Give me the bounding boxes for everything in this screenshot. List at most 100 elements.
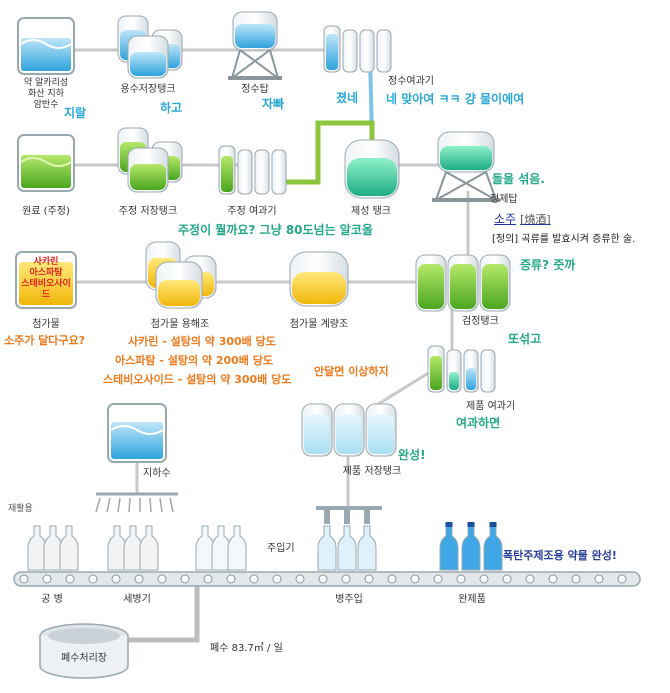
comment-6: 돌을 섞음. [492, 172, 545, 186]
comment-1: 지랄 [64, 106, 87, 120]
comment-15: 여과하면 [456, 416, 501, 430]
conveyor-roller [19, 574, 29, 584]
empty-bottle-icon [59, 525, 79, 571]
groundwater-label: 지하수 [143, 468, 171, 479]
empty-bottle-icon [43, 525, 63, 571]
additive-dissolve-label: 첨가물 용해조 [150, 319, 210, 330]
water-filter-label: 정수여과기 [388, 76, 434, 87]
comment-14: 안달면 이상하지 [314, 365, 389, 378]
bottle-row [27, 522, 503, 571]
conveyor-roller [387, 574, 397, 584]
filled-bottle-icon [357, 525, 377, 571]
conveyor-roller [65, 574, 75, 584]
finished-bottle-icon [483, 522, 503, 571]
conveyor-roller [571, 574, 581, 584]
alcohol-tank-icon [117, 127, 183, 193]
filled-bottle-icon [317, 525, 337, 571]
inspect-tank-label: 검정탱크 [462, 316, 499, 327]
conveyor-roller [226, 574, 236, 584]
conveyor-belt-icon [13, 571, 641, 587]
blend-tank-icon [344, 139, 400, 199]
comment-17: 폭탄주제조용 약물 완성! [503, 549, 617, 562]
washer-spray-icon [95, 492, 178, 513]
comment-12: 아스파탐 - 설탕의 약 200배 당도 [115, 354, 273, 367]
water-filter-icon [323, 25, 392, 73]
conveyor-roller [295, 574, 305, 584]
definition-term[interactable]: 소주[燒酒] [494, 212, 551, 226]
additive-dissolve-icon [145, 241, 217, 309]
product-filter-label: 제품 여과기 [466, 401, 516, 412]
water-tower-label: 정수탑 [241, 84, 269, 95]
refine-tower-icon [432, 131, 500, 202]
wastewater-plant-icon [39, 623, 129, 679]
conveyor-roller [617, 574, 627, 584]
conveyor-roller [180, 574, 190, 584]
conveyor-roller [272, 574, 282, 584]
raw-material-label: 원료 (주정) [22, 206, 70, 217]
comment-3: 자빠 [262, 97, 285, 111]
definition-text: [정의] 곡류를 발효시켜 증류한 술. [492, 234, 636, 245]
alcohol-tank-label: 주정 저장탱크 [118, 206, 178, 217]
finished-bottle-icon [439, 522, 459, 571]
inspect-tank-icon [415, 254, 511, 312]
refine-tower-label: 정제탑 [490, 194, 518, 205]
comment-9: 또섞고 [508, 332, 542, 346]
conveyor-roller [341, 574, 351, 584]
groundwater-source-label: 약 알카리성 화산 지하 암반수 [23, 78, 69, 110]
storage-tank-label: 용수저장탱크 [120, 84, 176, 95]
comment-8: 증류? 줏까 [520, 258, 576, 272]
conveyor-roller [502, 574, 512, 584]
comment-16: 완성! [398, 448, 426, 462]
comment-13: 스테비오사이드 - 설탕의 약 300배 당도 [103, 373, 292, 386]
conveyor-roller [249, 574, 259, 584]
washed-bottle-icon [107, 525, 127, 571]
additive-measure-label: 첨가물 계량조 [289, 319, 349, 330]
storage-tank-icon [117, 15, 183, 79]
groundwater-source-icon [17, 17, 75, 75]
clean-bottle-icon [211, 525, 231, 571]
conveyor-roller [364, 574, 374, 584]
bottling-label: 병주입 [335, 594, 363, 605]
conveyor-roller [318, 574, 328, 584]
pipe-network [73, 48, 470, 643]
conveyor-roller [594, 574, 604, 584]
conveyor-roller [42, 574, 52, 584]
additive-box-icon [15, 251, 77, 309]
washed-bottle-icon [139, 525, 159, 571]
finished-label: 완제품 [458, 594, 486, 605]
wastewater-flow-label: 폐수 83.7㎥ / 일 [210, 643, 283, 654]
clean-bottle-icon [195, 525, 215, 571]
raw-material-icon [17, 134, 75, 192]
comment-7: 주정이 뭘까요? 그냥 80도넘는 알코올 [178, 223, 373, 237]
empty-bottle-label: 공 병 [41, 594, 63, 605]
conveyor-roller [479, 574, 489, 584]
groundwater-icon [107, 403, 167, 463]
filler-label: 주입기 [267, 543, 295, 554]
product-storage-label: 제품 저장탱크 [342, 466, 402, 477]
water-tower-icon [228, 11, 282, 80]
recycle-label: 재활용 [8, 504, 33, 514]
conveyor-roller [525, 574, 535, 584]
washed-bottle-icon [123, 525, 143, 571]
conveyor-roller [203, 574, 213, 584]
conveyor-roller [410, 574, 420, 584]
comment-2: 하고 [160, 101, 183, 115]
filled-bottle-icon [337, 525, 357, 571]
comment-11: 사카린 - 설탕의 약 300배 당도 [128, 335, 276, 348]
product-storage-icon [301, 403, 397, 457]
comment-5: 네 맞아여 ㅋㅋ 걍 물이에여 [386, 92, 525, 106]
conveyor-roller [111, 574, 121, 584]
additive-measure-icon [289, 251, 349, 307]
alcohol-filter-icon [218, 145, 287, 195]
conveyor-roller [433, 574, 443, 584]
blend-tank-label: 제성 탱크 [351, 206, 391, 217]
empty-bottle-icon [27, 525, 47, 571]
wastewater-plant-label: 폐수처리장 [61, 653, 107, 664]
product-filter-icon [427, 345, 496, 393]
conveyor-roller [157, 574, 167, 584]
conveyor-roller [456, 574, 466, 584]
comment-10: 소주가 달다구요? [4, 334, 86, 347]
